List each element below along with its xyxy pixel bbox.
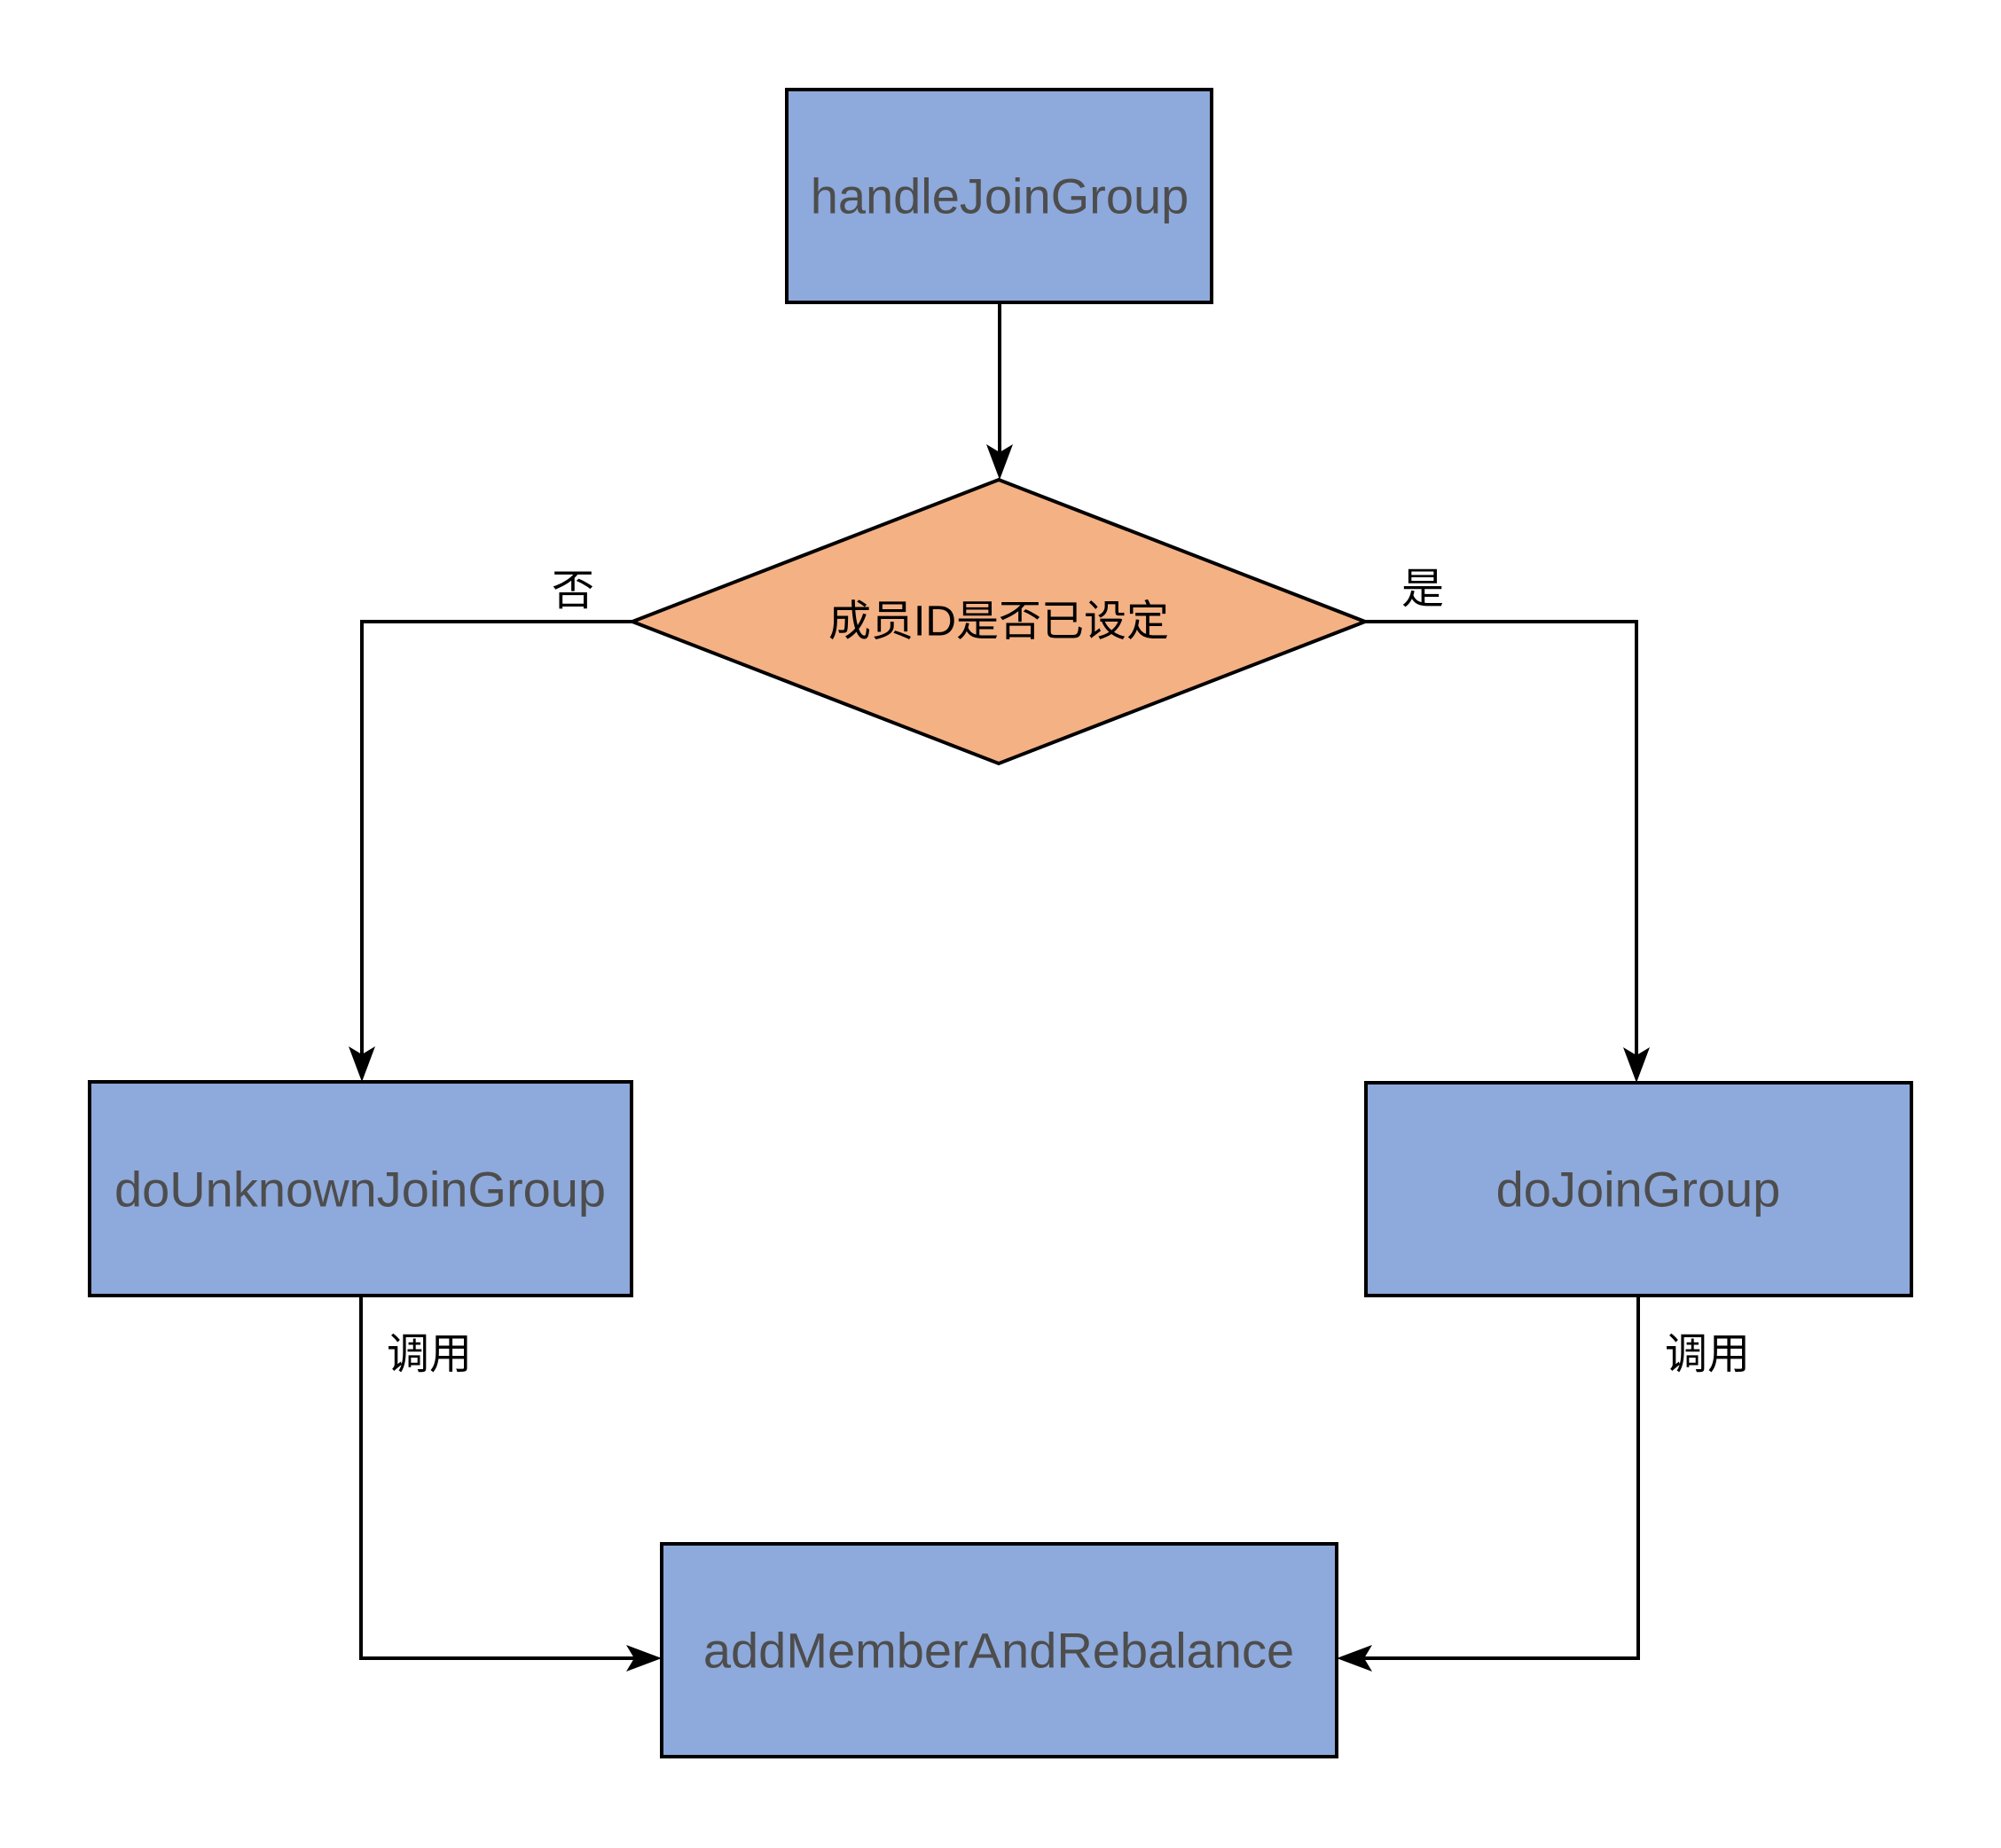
edge-label-call-left: 调用 — [387, 1331, 472, 1378]
edge-doUnknownJoinGroup-to-addMemberAndRebalance: 调用 — [359, 1296, 662, 1672]
edge-label-call-right: 调用 — [1665, 1331, 1750, 1378]
node-handleJoinGroup-label: handleJoinGroup — [811, 168, 1189, 224]
edge-line-yes — [1365, 620, 1650, 1083]
edge-line-call-right — [1337, 1296, 1640, 1672]
node-doJoinGroup-label: doJoinGroup — [1496, 1162, 1781, 1218]
edge-line-no — [349, 620, 632, 1082]
node-doUnknownJoinGroup: doUnknownJoinGroup — [88, 1080, 633, 1297]
node-addMemberAndRebalance: addMemberAndRebalance — [660, 1542, 1338, 1758]
edge-doJoinGroup-to-addMemberAndRebalance: 调用 — [1337, 1296, 1750, 1672]
edge-decision-yes-to-doJoinGroup: 是 — [1365, 566, 1650, 1083]
edge-label-yes: 是 — [1401, 566, 1444, 613]
node-addMemberAndRebalance-shape — [660, 1542, 1338, 1758]
node-doJoinGroup: doJoinGroup — [1364, 1081, 1913, 1297]
edge-decision-no-to-doUnknownJoinGroup: 否 — [349, 568, 632, 1082]
node-doUnknownJoinGroup-label: doUnknownJoinGroup — [114, 1162, 606, 1218]
node-doJoinGroup-shape — [1364, 1081, 1913, 1297]
node-member-id-decision-label: 成员ID是否已设定 — [828, 599, 1169, 646]
node-member-id-decision: 成员ID是否已设定 — [627, 477, 1370, 766]
node-handleJoinGroup-shape — [785, 88, 1213, 304]
node-addMemberAndRebalance-label: addMemberAndRebalance — [703, 1623, 1294, 1679]
node-member-id-decision-shape — [627, 477, 1370, 766]
edge-label-no: 否 — [552, 568, 594, 615]
node-handleJoinGroup: handleJoinGroup — [785, 88, 1213, 304]
edge-line-call-left — [359, 1296, 662, 1672]
node-doUnknownJoinGroup-shape — [88, 1080, 633, 1297]
